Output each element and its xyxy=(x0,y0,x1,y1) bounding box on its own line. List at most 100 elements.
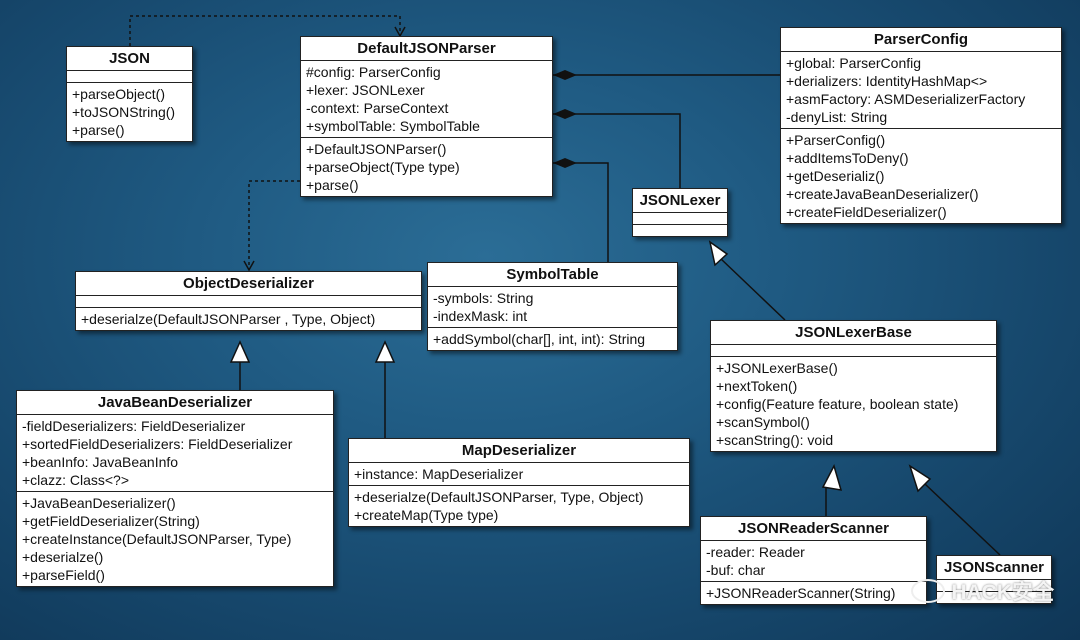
class-name: JSONLexer xyxy=(633,189,727,213)
inherit-arrow-readerscanner xyxy=(821,464,843,491)
class-name: MapDeserializer xyxy=(349,439,689,463)
method: +getDeserializ() xyxy=(786,168,885,184)
class-symbol-table[interactable]: SymbolTable -symbols: String -indexMask:… xyxy=(427,262,678,351)
method: +parseField() xyxy=(22,567,105,583)
class-name: DefaultJSONParser xyxy=(301,37,552,61)
method: +getFieldDeserializer(String) xyxy=(22,513,200,529)
method: +parseObject(Type type) xyxy=(306,159,460,175)
attribute: +lexer: JSONLexer xyxy=(306,82,425,98)
methods-section: +JSONReaderScanner(String) xyxy=(701,582,926,604)
class-object-deserializer[interactable]: ObjectDeserializer +deserialze(DefaultJS… xyxy=(75,271,422,331)
method: +scanString(): void xyxy=(716,432,834,448)
class-name: JSONScanner xyxy=(937,556,1051,580)
method: +parse() xyxy=(306,177,359,193)
method: +JSONLexerBase() xyxy=(716,360,838,376)
methods-section: +JSONLexerBase() +nextToken() +config(Fe… xyxy=(711,357,996,451)
class-map-deserializer[interactable]: MapDeserializer +instance: MapDeserializ… xyxy=(348,438,690,527)
method: +scanSymbol() xyxy=(716,414,810,430)
attributes-section xyxy=(937,580,1051,592)
class-name: JSONReaderScanner xyxy=(701,517,926,541)
attribute: +sortedFieldDeserializers: FieldDeserial… xyxy=(22,436,293,452)
methods-section: +JavaBeanDeserializer() +getFieldDeseria… xyxy=(17,492,333,586)
class-name: ParserConfig xyxy=(781,28,1061,52)
methods-section: +ParserConfig() +addItemsToDeny() +getDe… xyxy=(781,129,1061,223)
wechat-logo-icon xyxy=(911,579,946,603)
attributes-section xyxy=(67,71,192,83)
class-json-reader-scanner[interactable]: JSONReaderScanner -reader: Reader -buf: … xyxy=(700,516,927,605)
attribute: +instance: MapDeserializer xyxy=(354,466,524,482)
attribute: -fieldDeserializers: FieldDeserializer xyxy=(22,418,246,434)
attribute: -reader: Reader xyxy=(706,544,805,560)
composition-jsonlexer xyxy=(553,113,681,188)
attribute: -indexMask: int xyxy=(433,308,528,324)
class-parser-config[interactable]: ParserConfig +global: ParserConfig +deri… xyxy=(780,27,1062,224)
attribute: +asmFactory: ASMDeserializerFactory xyxy=(786,91,1026,107)
method: +createFieldDeserializer() xyxy=(786,204,947,220)
attribute: +global: ParserConfig xyxy=(786,55,922,71)
attributes-section: -fieldDeserializers: FieldDeserializer +… xyxy=(17,415,333,492)
method: +deserialze(DefaultJSONParser, Type, Obj… xyxy=(354,489,644,505)
methods-section: +DefaultJSONParser() +parseObject(Type t… xyxy=(301,138,552,196)
class-name: SymbolTable xyxy=(428,263,677,287)
inherit-arrow-map xyxy=(374,340,396,363)
class-name: JSON xyxy=(67,47,192,71)
attribute: +symbolTable: SymbolTable xyxy=(306,118,480,134)
method: +JavaBeanDeserializer() xyxy=(22,495,176,511)
methods-section xyxy=(633,225,727,236)
method: +parse() xyxy=(72,122,125,138)
method: +parseObject() xyxy=(72,86,165,102)
dependency-parser-to-objectdeserializer xyxy=(243,180,300,272)
diamond-parserconfig xyxy=(553,70,577,80)
attributes-section: -reader: Reader -buf: char xyxy=(701,541,926,582)
attributes-section xyxy=(633,213,727,225)
composition-symboltable xyxy=(553,162,609,262)
method: +createInstance(DefaultJSONParser, Type) xyxy=(22,531,292,547)
methods-section: +parseObject() +toJSONString() +parse() xyxy=(67,83,192,141)
diamond-symboltable xyxy=(553,158,577,168)
class-java-bean-deserializer[interactable]: JavaBeanDeserializer -fieldDeserializers… xyxy=(16,390,334,587)
attribute: -denyList: String xyxy=(786,109,888,125)
method: +JSONReaderScanner(String) xyxy=(706,585,896,601)
attribute: #config: ParserConfig xyxy=(306,64,441,80)
method: +addSymbol(char[], int, int): String xyxy=(433,331,646,347)
method: +config(Feature feature, boolean state) xyxy=(716,396,959,412)
class-json-lexer[interactable]: JSONLexer xyxy=(632,188,728,237)
attributes-section: +instance: MapDeserializer xyxy=(349,463,689,486)
attributes-section xyxy=(76,296,421,308)
attributes-section: -symbols: String -indexMask: int xyxy=(428,287,677,328)
method: +DefaultJSONParser() xyxy=(306,141,447,157)
inherit-arrow-jsonlexer xyxy=(708,240,729,267)
attributes-section xyxy=(711,345,996,357)
attribute: -symbols: String xyxy=(433,290,534,306)
method: +nextToken() xyxy=(716,378,798,394)
attribute: +derializers: IdentityHashMap<> xyxy=(786,73,988,89)
class-json[interactable]: JSON +parseObject() +toJSONString() +par… xyxy=(66,46,193,142)
attribute: +beanInfo: JavaBeanInfo xyxy=(22,454,179,470)
attributes-section: #config: ParserConfig +lexer: JSONLexer … xyxy=(301,61,552,138)
method: +addItemsToDeny() xyxy=(786,150,909,166)
class-json-scanner[interactable]: JSONScanner xyxy=(936,555,1052,604)
method: +deserialze(DefaultJSONParser , Type, Ob… xyxy=(81,311,376,327)
method: +ParserConfig() xyxy=(786,132,886,148)
methods-section: +deserialze(DefaultJSONParser , Type, Ob… xyxy=(76,308,421,330)
class-json-lexer-base[interactable]: JSONLexerBase +JSONLexerBase() +nextToke… xyxy=(710,320,997,452)
diamond-jsonlexer xyxy=(553,109,577,119)
dependency-json-to-parser xyxy=(129,15,406,46)
class-name: JSONLexerBase xyxy=(711,321,996,345)
method: +createJavaBeanDeserializer() xyxy=(786,186,979,202)
watermark: HACK安全 xyxy=(911,576,1054,606)
attribute: +clazz: Class<?> xyxy=(22,472,129,488)
methods-section: +deserialze(DefaultJSONParser, Type, Obj… xyxy=(349,486,689,526)
methods-section: +addSymbol(char[], int, int): String xyxy=(428,328,677,350)
class-name: ObjectDeserializer xyxy=(76,272,421,296)
inherit-arrow-javabean xyxy=(229,340,251,363)
attribute: -buf: char xyxy=(706,562,766,578)
watermark-text: HACK安全 xyxy=(951,581,1054,604)
inherit-arrow-jsonscanner xyxy=(908,464,932,493)
attributes-section: +global: ParserConfig +derializers: Iden… xyxy=(781,52,1061,129)
method: +createMap(Type type) xyxy=(354,507,499,523)
method: +toJSONString() xyxy=(72,104,176,120)
attribute: -context: ParseContext xyxy=(306,100,449,116)
class-default-json-parser[interactable]: DefaultJSONParser #config: ParserConfig … xyxy=(300,36,553,197)
